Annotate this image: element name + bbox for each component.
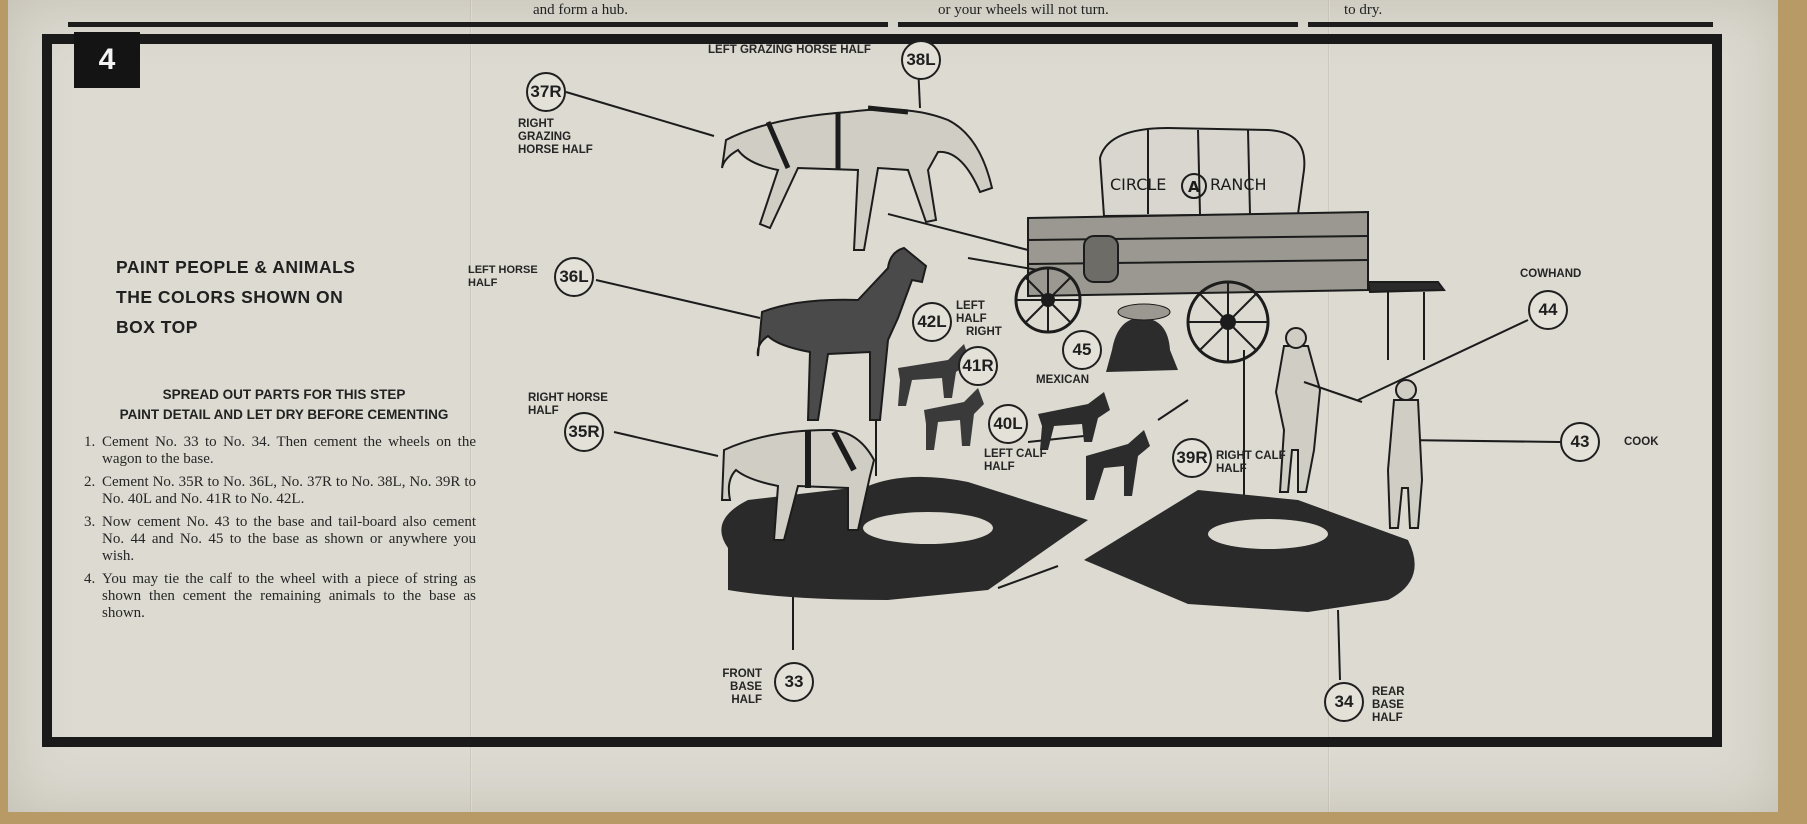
grazing-horse-shape	[721, 108, 994, 251]
chuck-wagon	[887, 126, 1446, 364]
dog-shape	[924, 388, 984, 450]
rear-base-shape	[1084, 490, 1415, 612]
callout-label: COWHAND	[1520, 268, 1582, 280]
part-number-circle: 35R	[564, 412, 604, 452]
cowhand-figure	[1274, 345, 1322, 493]
assembly-illustration: CIRCLE A RANCH	[565, 63, 1561, 681]
assembly-step: 4. You may tie the calf to the wheel with…	[84, 571, 476, 622]
part-number-circle: 37R	[526, 72, 566, 112]
prev-step-cell: and form a hub.	[68, 0, 888, 27]
callout-label: RIGHT CALF HALF	[1216, 450, 1286, 475]
part-number-circle: 40L	[988, 404, 1028, 444]
calf-shape	[1086, 430, 1150, 500]
dog-shape	[898, 344, 970, 406]
part-number-circle: 34	[1324, 682, 1364, 722]
callout-label: LEFT GRAZING HORSE HALF	[708, 44, 871, 56]
callout-label: RIGHT GRAZING HORSE HALF	[518, 118, 593, 156]
part-number-circle: 44	[1528, 290, 1568, 330]
part-number-circle: 45	[1062, 330, 1102, 370]
paint-heading-line: PAINT PEOPLE & ANIMALS	[116, 257, 356, 277]
step-text: Cement No. 33 to No. 34. Then cement the…	[102, 434, 476, 467]
part-number-circle: 38L	[901, 40, 941, 80]
paint-instruction-heading: PAINT PEOPLE & ANIMALS THE COLORS SHOWN …	[116, 252, 416, 342]
right-horse-shape	[720, 428, 876, 541]
previous-step-strip: and form a hub. or your wheels will not …	[8, 0, 1778, 30]
callout-label: REAR BASE HALF	[1372, 686, 1405, 724]
callout-label: COOK	[1624, 436, 1659, 448]
step-text: Now cement No. 43 to the base and tail-b…	[102, 514, 476, 564]
assembly-step: 1. Cement No. 33 to No. 34. Then cement t…	[84, 434, 476, 468]
part-number-circle: 33	[774, 662, 814, 702]
step-text: Cement No. 35R to No. 36L, No. 37R to No…	[102, 474, 476, 507]
part-number-circle: 42L	[912, 302, 952, 342]
assembly-step: 3. Now cement No. 43 to the base and tail…	[84, 514, 476, 565]
callout-label: RIGHT	[966, 326, 1002, 338]
mexican-figure	[1106, 317, 1178, 372]
calf-shape	[1038, 392, 1110, 450]
step-text: You may tie the calf to the wheel with a…	[102, 571, 476, 621]
wagon-brand-suffix-text: RANCH	[1210, 175, 1267, 194]
step-num: 4.	[84, 571, 96, 587]
spread-heading-line: SPREAD OUT PARTS FOR THIS STEP	[162, 387, 406, 402]
fold-crease	[1328, 0, 1330, 812]
spread-parts-heading: SPREAD OUT PARTS FOR THIS STEP PAINT DET…	[84, 385, 484, 425]
prev-step-cell: to dry.	[1308, 0, 1713, 27]
step-frame	[42, 34, 1722, 747]
instruction-sheet: and form a hub. or your wheels will not …	[8, 0, 1778, 812]
prev-step-text: to dry.	[1344, 2, 1383, 18]
part-number-circle: 39R	[1172, 438, 1212, 478]
paint-heading-line: BOX TOP	[116, 317, 198, 337]
cook-figure	[1386, 399, 1424, 529]
part-number-circle: 41R	[958, 346, 998, 386]
callout-label: LEFT HORSE HALF	[468, 264, 538, 289]
callout-label: FRONT BASE HALF	[722, 668, 762, 706]
prev-step-cell: or your wheels will not turn.	[898, 0, 1298, 27]
circle-brand-mark	[1181, 173, 1207, 199]
step-num: 2.	[84, 474, 96, 490]
fold-crease	[470, 0, 472, 812]
callout-label: MEXICAN	[1036, 374, 1090, 386]
prev-step-text: and form a hub.	[533, 2, 628, 18]
part-number-circle: 36L	[554, 257, 594, 297]
callout-label: RIGHT HORSE HALF	[528, 392, 608, 417]
assembly-step: 2. Cement No. 35R to No. 36L, No. 37R to …	[84, 474, 476, 508]
assembly-steps-list: 1. Cement No. 33 to No. 34. Then cement t…	[84, 434, 476, 628]
step-num: 3.	[84, 514, 96, 530]
wagon-brand-mark-text: A	[1188, 178, 1200, 196]
step-number-badge: 4	[74, 32, 140, 88]
prev-step-text: or your wheels will not turn.	[938, 2, 1109, 18]
part-number-circle: 43	[1560, 422, 1600, 462]
callout-label: LEFT CALF HALF	[984, 448, 1047, 473]
standing-horse-shape	[756, 246, 928, 421]
paint-heading-line: THE COLORS SHOWN ON	[116, 287, 344, 307]
step-num: 1.	[84, 434, 96, 450]
callout-label: LEFT HALF	[956, 300, 987, 325]
wagon-brand-text: CIRCLE	[1110, 175, 1166, 194]
spread-heading-line: PAINT DETAIL AND LET DRY BEFORE CEMENTIN…	[119, 407, 449, 422]
